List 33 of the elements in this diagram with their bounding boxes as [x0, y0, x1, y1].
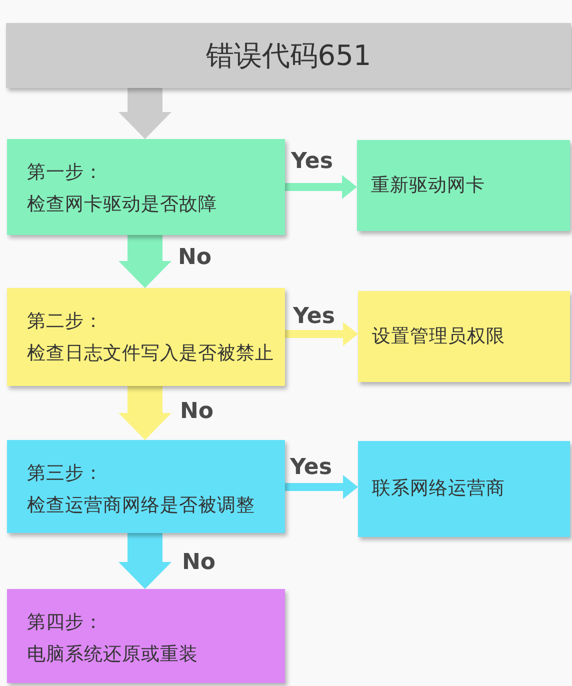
arrow: [118, 235, 172, 288]
action-box: [357, 140, 570, 231]
action-text: 联系网络运营商: [372, 478, 505, 500]
edge-label: No: [180, 400, 214, 424]
arrow: [285, 322, 358, 346]
arrow: [118, 88, 172, 139]
action-box: [358, 441, 570, 537]
step-heading: 第二步：: [27, 311, 103, 333]
step-heading: 第四步：: [27, 612, 103, 634]
edge-label: Yes: [290, 456, 332, 480]
action-text: 设置管理员权限: [372, 326, 505, 348]
step-heading: 第三步：: [27, 463, 103, 485]
step-box: [7, 440, 285, 533]
edge-label: No: [178, 246, 212, 270]
edge-label: No: [182, 551, 216, 575]
step-text: 检查日志文件写入是否被禁止: [27, 343, 274, 365]
title-text: 错误代码651: [206, 38, 372, 72]
action-text: 重新驱动网卡: [371, 174, 485, 196]
arrow: [285, 175, 357, 199]
step-box: [7, 288, 285, 386]
title-box: [6, 23, 571, 88]
edge-label: Yes: [293, 305, 335, 329]
step-text: 检查网卡驱动是否故障: [27, 194, 217, 216]
arrow: [118, 386, 172, 440]
arrow: [285, 475, 358, 499]
action-box: [358, 291, 570, 382]
step-text: 电脑系统还原或重装: [27, 644, 198, 666]
edge-label: Yes: [291, 150, 333, 174]
step-box: [7, 589, 285, 683]
step-box: [7, 139, 285, 235]
step-text: 检查运营商网络是否被调整: [27, 495, 255, 517]
arrow: [118, 533, 172, 589]
step-heading: 第一步：: [27, 162, 103, 184]
